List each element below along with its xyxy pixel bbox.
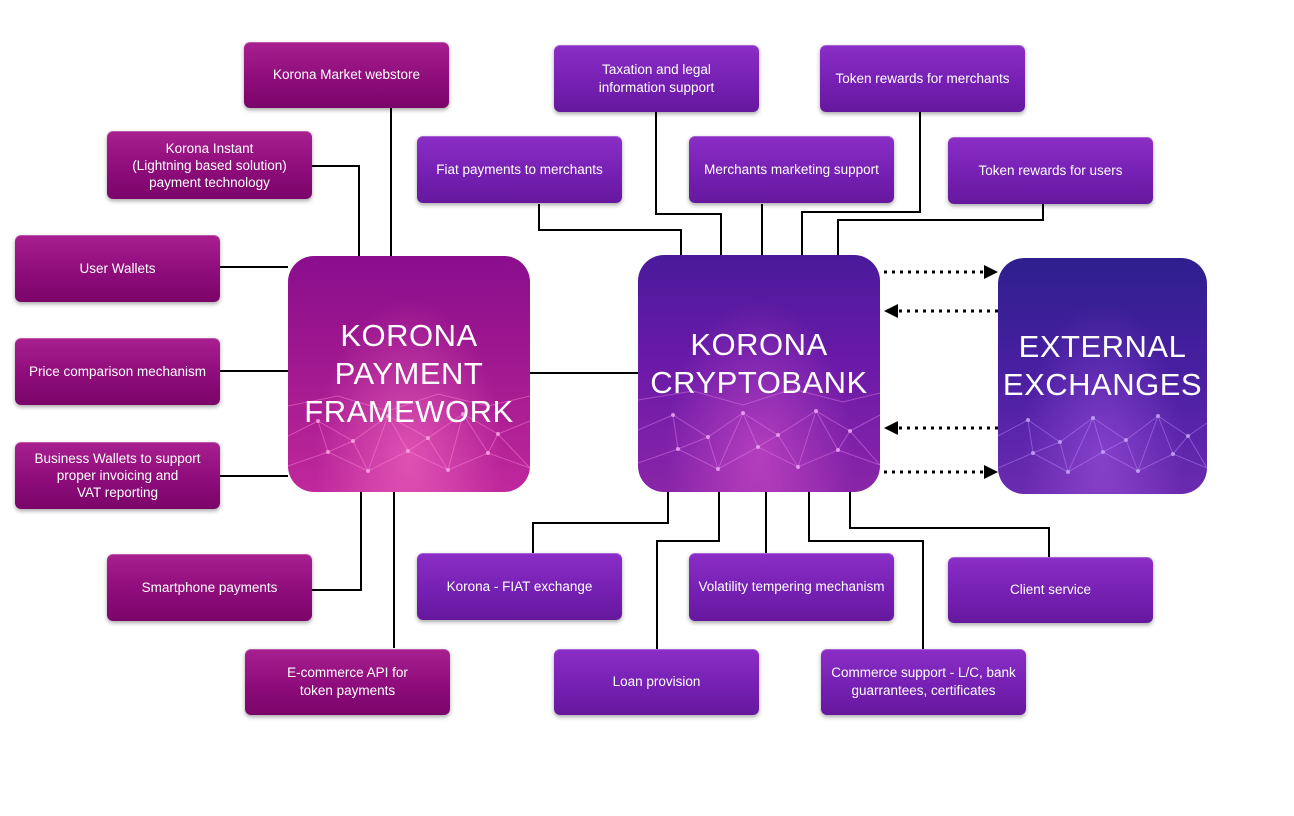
price-comparison-box: Price comparison mechanism [15, 338, 220, 405]
connector-fiat-exchange [532, 492, 669, 553]
commerce-support-box: Commerce support - L/C, bank guarrantees… [821, 649, 1026, 715]
external-exchanges-hub: EXTERNAL EXCHANGES [998, 258, 1207, 494]
volatility-tempering-label: Volatility tempering mechanism [698, 579, 885, 594]
connector-commerce [808, 492, 924, 649]
connector-fiat-payments [538, 204, 682, 255]
connector-loan [656, 492, 720, 649]
token-rewards-merchants-box: Token rewards for merchants [820, 45, 1025, 112]
korona-payment-framework-hub: KORONA PAYMENT FRAMEWORK [288, 256, 530, 492]
business-wallets-box: Business Wallets to support proper invoi… [15, 442, 220, 509]
smartphone-payments-label: Smartphone payments [141, 579, 278, 595]
merchants-marketing-box: Merchants marketing support [689, 136, 894, 203]
arrowhead-left-2 [884, 421, 898, 435]
korona-instant-box: Korona Instant (Lightning based solution… [107, 131, 312, 199]
loan-provision-label: Loan provision [612, 674, 701, 689]
merchants-marketing-label: Merchants marketing support [704, 161, 879, 177]
network-mesh-graphic [638, 388, 880, 471]
connector-token-merchants [801, 112, 921, 255]
business-wallets-label: Business Wallets to support proper invoi… [34, 451, 201, 500]
fiat-payments-label: Fiat payments to merchants [436, 161, 603, 177]
token-rewards-users-box: Token rewards for users [948, 137, 1153, 204]
token-rewards-merchants-label: Token rewards for merchants [835, 70, 1010, 86]
connector-taxation [655, 112, 722, 255]
taxation-legal-box: Taxation and legal information support [554, 45, 759, 112]
user-wallets-label: User Wallets [79, 260, 156, 276]
connector-instant [312, 165, 360, 256]
user-wallets-box: User Wallets [15, 235, 220, 302]
korona-cryptobank-hub: KORONA CRYPTOBANK [638, 255, 880, 492]
client-service-box: Client service [948, 557, 1153, 623]
ecommerce-api-box: E-commerce API for token payments [245, 649, 450, 715]
taxation-legal-label: Taxation and legal information support [598, 61, 715, 95]
korona-market-webstore-box: Korona Market webstore [244, 42, 449, 108]
korona-market-webstore-label: Korona Market webstore [272, 67, 421, 82]
connector-smartphone [312, 492, 362, 591]
fiat-exchange-label: Korona - FIAT exchange [446, 578, 593, 594]
connector-client-service [849, 492, 1050, 557]
volatility-tempering-box: Volatility tempering mechanism [689, 553, 894, 621]
smartphone-payments-box: Smartphone payments [107, 554, 312, 621]
token-rewards-users-label: Token rewards for users [978, 162, 1123, 178]
commerce-support-label: Commerce support - L/C, bank guarrantees… [831, 665, 1016, 698]
network-mesh-graphic [998, 414, 1207, 474]
network-mesh-graphic [288, 393, 530, 473]
price-comparison-label: Price comparison mechanism [28, 363, 207, 379]
korona-instant-label: Korona Instant (Lightning based solution… [132, 140, 287, 190]
fiat-exchange-box: Korona - FIAT exchange [417, 553, 622, 620]
connector-token-users [837, 204, 1044, 255]
ecommerce-api-label: E-commerce API for token payments [287, 665, 408, 698]
arrowhead-left-1 [884, 304, 898, 318]
arrowhead-right-2 [984, 465, 998, 479]
arrowhead-right-1 [984, 265, 998, 279]
fiat-payments-box: Fiat payments to merchants [417, 136, 622, 203]
loan-provision-box: Loan provision [554, 649, 759, 715]
client-service-label: Client service [1009, 582, 1092, 597]
